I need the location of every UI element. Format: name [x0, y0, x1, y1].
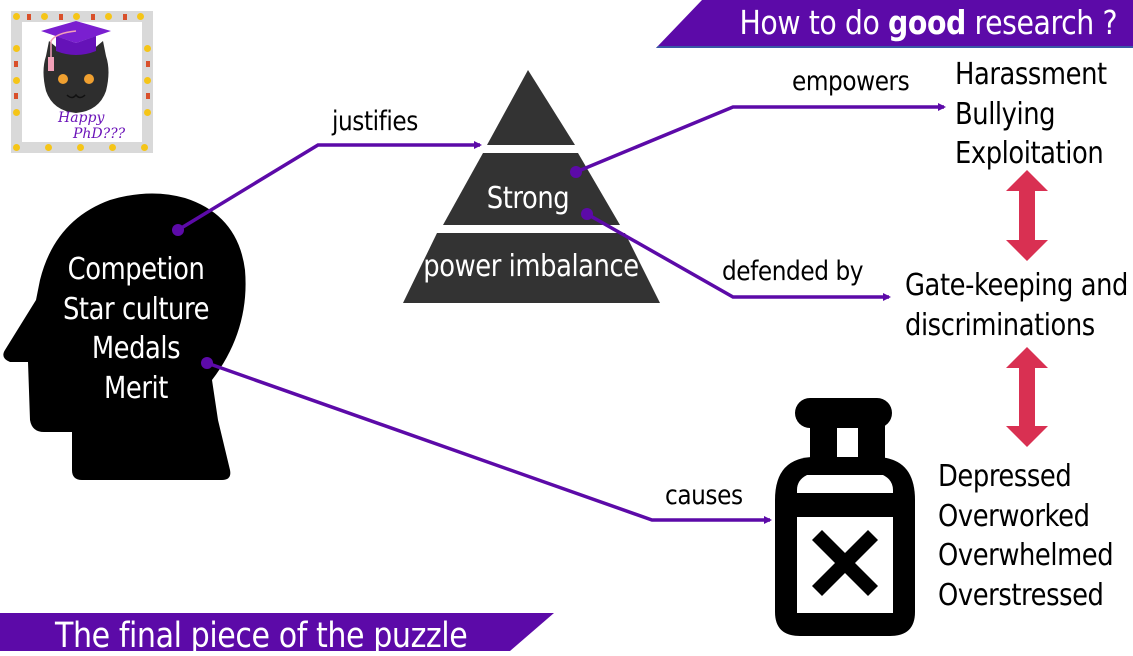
happy-phd-logo: Happy PhD???: [11, 11, 153, 153]
double-arrow-icon: [1006, 347, 1048, 447]
footer-banner: The final piece of the puzzle: [0, 613, 554, 651]
page-title: How to do good research ?: [739, 3, 1117, 42]
poison-bottle-icon: [775, 398, 915, 636]
gatekeeping-item: discriminations: [905, 307, 1095, 343]
edge-causes-line: [206, 361, 772, 524]
gatekeeping-list: Gate-keeping and discriminations: [905, 266, 1128, 345]
wellbeing-item: Depressed: [938, 459, 1072, 494]
abuse-item: Bullying: [955, 96, 1056, 132]
double-arrow-icon: [1006, 170, 1048, 261]
edge-empowers-line: [575, 103, 946, 174]
edge-empowers-origin-dot: [570, 166, 582, 178]
wellbeing-item: Overwhelmed: [938, 538, 1114, 573]
head-item: Medals: [91, 331, 181, 366]
head-silhouette-icon: [3, 193, 246, 481]
edge-defended-by-origin-dot: [581, 208, 593, 220]
pyramid-tier-middle-label: Strong: [486, 181, 570, 216]
wellbeing-item: Overworked: [938, 498, 1090, 534]
edge-defended-by-label: defended by: [722, 256, 864, 287]
graduate-cat-icon: [41, 21, 111, 113]
edge-causes-origin-dot: [201, 357, 213, 369]
footer-title: The final piece of the puzzle: [55, 616, 468, 656]
gatekeeping-item: Gate-keeping and: [905, 268, 1129, 303]
abuse-item: Harassment: [955, 57, 1107, 92]
head-item: Competion: [67, 252, 205, 287]
edge-justifies-line: [177, 141, 482, 232]
edge-justifies-label: justifies: [332, 106, 418, 137]
edge-defended-by-line: [586, 212, 891, 301]
logo-text-phd: PhD???: [73, 126, 126, 142]
abuse-list: Harassment Bullying Exploitation: [955, 55, 1107, 174]
edge-causes-label: causes: [665, 480, 743, 511]
edge-justifies-origin-dot: [172, 224, 184, 236]
pyramid-tier-bottom-label: power imbalance: [423, 249, 639, 284]
head-item: Star culture: [62, 291, 210, 327]
head-item: Merit: [104, 370, 168, 406]
wellbeing-list: Depressed Overworked Overwhelmed Overstr…: [938, 457, 1114, 615]
logo-text-happy: Happy: [58, 110, 105, 126]
edge-empowers-label: empowers: [792, 66, 910, 97]
wellbeing-item: Overstressed: [938, 577, 1104, 613]
head-items: Competion Star culture Medals Merit: [20, 250, 252, 408]
abuse-item: Exploitation: [955, 136, 1104, 171]
title-banner: How to do good research ?: [656, 0, 1133, 48]
